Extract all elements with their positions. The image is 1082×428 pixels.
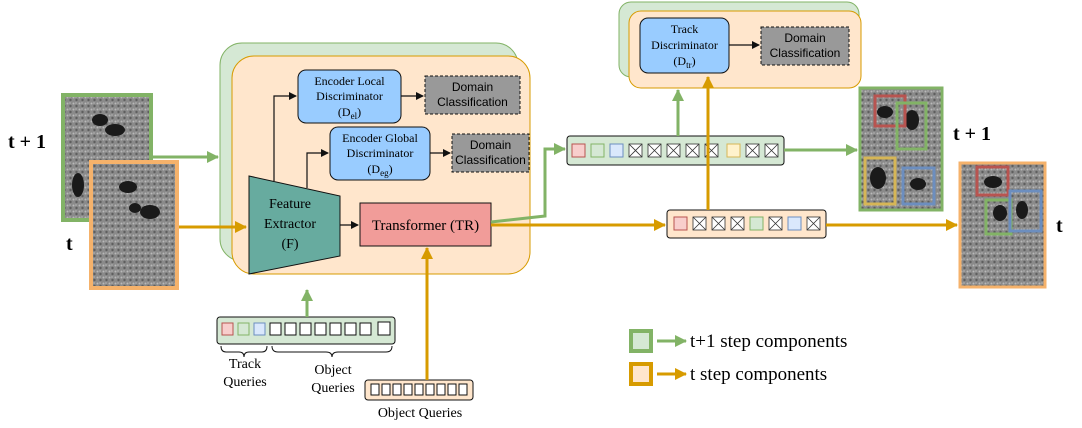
output-t-plus-1-label: t + 1 <box>953 123 991 145</box>
brace-track-queries <box>220 345 268 358</box>
frame-t-label: t <box>66 233 73 255</box>
green-token-cells <box>571 143 779 158</box>
output-frame-t-plus-1 <box>858 86 944 212</box>
legend: t+1 step components t step components <box>629 329 847 386</box>
dc-track-line1: Domain <box>784 31 825 45</box>
track-disc-line1: Track <box>671 22 699 36</box>
arrow-fe-to-local-disc <box>273 92 297 181</box>
fe-line1: Feature <box>269 197 311 212</box>
orange-token-row <box>666 209 827 239</box>
legend-green-swatch <box>629 329 653 353</box>
track-disc-line2: Discriminator <box>651 38 718 52</box>
enc-global-line2: Discriminator <box>347 146 414 160</box>
enc-local-symbol: (Del) <box>338 105 361 121</box>
brace-object-queries <box>271 345 393 358</box>
dc-global-line1: Domain <box>470 138 511 152</box>
orange-token-cells <box>673 216 821 231</box>
domain-classification-global <box>451 133 530 173</box>
track-queries-line2: Queries <box>223 375 267 390</box>
frame-t <box>89 160 179 290</box>
legend-t-plus-1-label: t+1 step components <box>690 331 847 352</box>
query-row-green-cells <box>221 321 391 336</box>
dc-local-line2: Classification <box>437 95 508 109</box>
dc-global-line2: Classification <box>455 153 526 167</box>
output-t-label: t <box>1056 215 1063 237</box>
dc-local-line1: Domain <box>452 80 493 94</box>
enc-local-line1: Encoder Local <box>314 74 385 88</box>
feature-extractor <box>248 175 341 275</box>
object-queries-line2: Queries <box>311 381 355 396</box>
arrow-transformer-to-green-row <box>490 143 566 224</box>
query-row-orange-cells <box>370 383 468 396</box>
fe-line2: Extractor <box>264 217 316 232</box>
enc-local-line2: Discriminator <box>316 89 383 103</box>
track-queries-line1: Track <box>229 357 261 372</box>
arrow-fe-to-global-disc <box>306 149 329 188</box>
object-queries-line1: Object <box>314 363 351 378</box>
output-frame-t <box>958 161 1047 289</box>
legend-t-label: t step components <box>690 364 827 385</box>
enc-global-symbol: (Deg) <box>367 162 392 178</box>
transformer-label: Transformer (TR) <box>372 218 479 234</box>
frame-t-plus-1-label: t + 1 <box>8 131 46 153</box>
transformer-block <box>359 202 492 247</box>
domain-classification-track <box>760 26 850 66</box>
track-disc-symbol: (Dtr) <box>673 54 695 70</box>
enc-global-line1: Encoder Global <box>342 131 418 145</box>
domain-classification-local <box>424 75 521 115</box>
fe-line3: (F) <box>281 237 298 252</box>
dc-track-line2: Classification <box>770 46 841 60</box>
object-queries-2-label: Object Queries <box>378 406 462 421</box>
legend-orange-swatch <box>629 362 653 386</box>
